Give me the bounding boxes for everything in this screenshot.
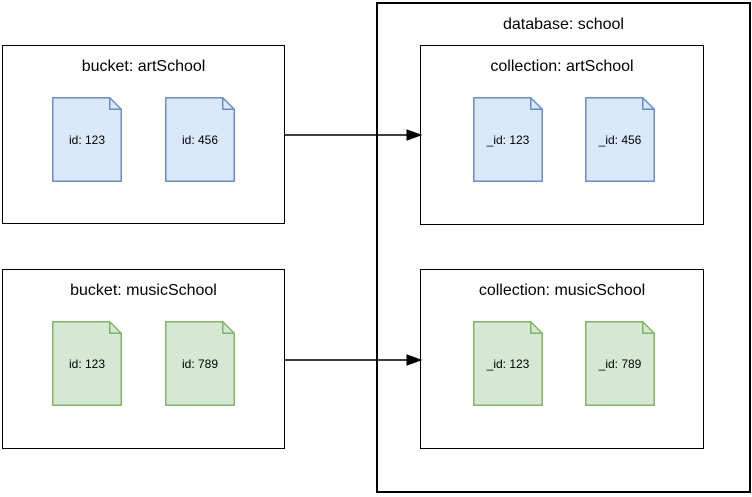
bucket-musicschool-title: bucket: musicSchool (70, 282, 217, 299)
document-label: id: 123 (68, 356, 106, 371)
document-label: id: 456 (181, 132, 219, 147)
document-_id-456: _id: 456 (585, 97, 655, 182)
document-icon (52, 97, 122, 182)
bucket-artschool-box: bucket: artSchool id: 123 id: 456 (2, 45, 285, 224)
database-school-box: database: school collection: artSchool _… (376, 2, 751, 493)
document-icon (473, 321, 543, 406)
arrow-bucket-to-collection-artschool (285, 129, 423, 141)
document-icon (52, 321, 122, 406)
document-id-123: id: 123 (52, 97, 122, 182)
database-school-title: database: school (503, 16, 624, 33)
document-label: _id: 456 (598, 132, 642, 147)
document-id-789: id: 789 (165, 321, 235, 406)
document-label: _id: 789 (598, 356, 642, 371)
document-_id-789: _id: 789 (585, 321, 655, 406)
document-icon (473, 97, 543, 182)
collection-musicschool-box: collection: musicSchool _id: 123 _id: 78… (420, 269, 704, 449)
document-label: _id: 123 (486, 356, 530, 371)
document-_id-123: _id: 123 (473, 321, 543, 406)
document-id-456: id: 456 (165, 97, 235, 182)
arrow-bucket-to-collection-musicschool (285, 354, 423, 366)
document-icon (165, 97, 235, 182)
document-icon (165, 321, 235, 406)
bucket-artschool-title: bucket: artSchool (81, 58, 206, 75)
collection-artschool-box: collection: artSchool _id: 123 _id: 456 (420, 45, 704, 225)
document-id-123: id: 123 (52, 321, 122, 406)
bucket-musicschool-box: bucket: musicSchool id: 123 id: 789 (2, 269, 285, 449)
collection-musicschool-title: collection: musicSchool (478, 282, 646, 299)
document-label: id: 123 (68, 132, 106, 147)
document-_id-123: _id: 123 (473, 97, 543, 182)
collection-artschool-title: collection: artSchool (490, 58, 634, 75)
document-label: _id: 123 (486, 132, 530, 147)
document-icon (585, 97, 655, 182)
document-label: id: 789 (181, 356, 219, 371)
document-icon (585, 321, 655, 406)
